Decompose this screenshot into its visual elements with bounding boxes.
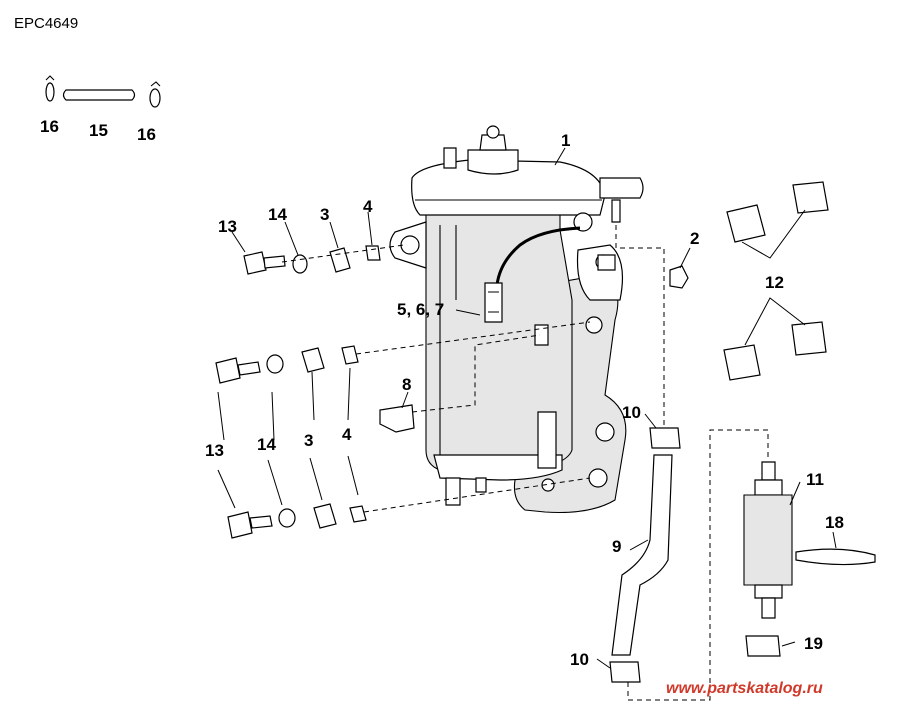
fastener-set-bottom: [227, 503, 367, 539]
fastener-set-middle: [215, 345, 359, 384]
watermark-text: www.partskatalog.ru: [666, 680, 823, 697]
label-18: 18: [825, 513, 844, 532]
label-8: 8: [402, 375, 411, 394]
strap-18: [795, 548, 876, 566]
hose-15-with-clamps: [45, 75, 161, 108]
label-13-bottom: 13: [205, 441, 224, 460]
spacer-4-bottom: [349, 505, 367, 523]
label-10-upper: 10: [622, 403, 641, 422]
clamp-19: [745, 635, 781, 657]
inline-filter-11: [743, 461, 793, 619]
label-3-top: 3: [320, 205, 329, 224]
spacer-4-middle: [341, 345, 359, 365]
bolt-13-bottom: [227, 511, 253, 539]
bolt-13-middle: [215, 357, 241, 384]
label-5-6-7: 5, 6, 7: [397, 300, 444, 319]
label-1: 1: [561, 131, 570, 150]
clamp-16-right: [149, 88, 161, 108]
clamp-10-lower: [609, 661, 641, 683]
label-4-top: 4: [363, 197, 373, 216]
fastener-set-top: [243, 245, 381, 275]
label-4-bottom: 4: [342, 425, 352, 444]
label-14-bottom: 14: [257, 435, 276, 454]
label-3-bottom: 3: [304, 431, 313, 450]
wire-harness: [495, 226, 581, 286]
washer-14-bottom: [278, 508, 296, 528]
clamp-10-upper: [649, 427, 681, 449]
fuel-hose-9: [611, 454, 673, 656]
label-16-left: 16: [40, 117, 59, 136]
label-10-lower: 10: [570, 650, 589, 669]
washer-14-middle: [266, 354, 284, 374]
grommet-3-bottom: [313, 503, 337, 529]
grommet-3-top: [329, 247, 351, 273]
label-12: 12: [765, 273, 784, 292]
connector-5-6-7: [484, 282, 503, 323]
label-13-top: 13: [218, 217, 237, 236]
grommet-3-middle: [301, 347, 325, 373]
label-14-top: 14: [268, 205, 287, 224]
hose-15: [62, 89, 136, 101]
label-9: 9: [612, 537, 621, 556]
fuel-filter-assembly-1: [389, 125, 644, 513]
bolt-13-top: [243, 251, 267, 275]
label-15: 15: [89, 121, 108, 140]
spacer-4-top: [365, 245, 381, 261]
document-code: EPC4649: [14, 15, 78, 32]
filter-lid: [411, 159, 606, 216]
clamp-16-left: [45, 82, 55, 102]
nut-2: [669, 265, 689, 289]
bushings-12: [723, 181, 829, 381]
label-19: 19: [804, 634, 823, 653]
label-11: 11: [806, 470, 824, 489]
label-16-right: 16: [137, 125, 156, 144]
washer-14-top: [292, 254, 308, 274]
clip-8: [379, 404, 415, 433]
label-2: 2: [690, 229, 699, 248]
